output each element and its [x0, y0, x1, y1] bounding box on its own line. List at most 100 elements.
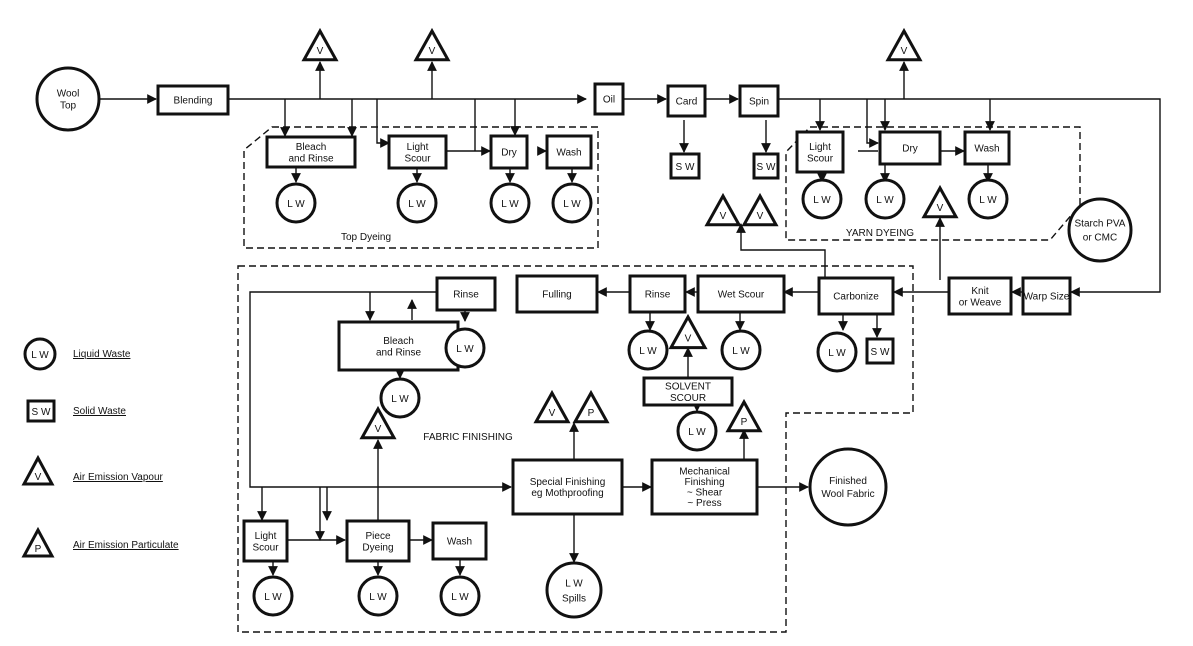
air-particulate-symbol: P — [572, 389, 610, 424]
td-dry-box: Dry — [489, 134, 529, 170]
liquid-waste-symbol: L W — [379, 377, 421, 419]
liquid-waste-label: L W — [813, 195, 831, 206]
legend-liquid-waste-label: Liquid Waste — [73, 349, 131, 360]
liquid-waste-symbol: L W — [444, 327, 486, 369]
legend-solid-waste: S W Solid Waste — [26, 399, 126, 423]
special-finishing-label: eg Mothproofing — [531, 488, 603, 499]
liquid-waste-label: L W — [828, 348, 846, 359]
flow-line — [736, 223, 826, 280]
flow-line — [866, 99, 879, 148]
legend-sw-symbol: S W — [32, 407, 51, 418]
wet-scour-box: Wet Scour — [696, 274, 786, 314]
fulling-label: Fulling — [542, 290, 571, 301]
liquid-waste-label: L W — [639, 346, 657, 357]
liquid-waste-symbol: L W — [551, 182, 593, 224]
air-vapour-symbol: V — [885, 27, 923, 62]
td-bleach-rinse-label: Bleach — [296, 142, 327, 153]
top-dyeing-region — [243, 126, 599, 249]
warp-size-label: Warp Size — [1024, 292, 1070, 303]
td-bleach-rinse-label: and Rinse — [288, 153, 333, 164]
yd-dry-box: Dry — [878, 130, 942, 166]
rinse-1-label: Rinse — [453, 290, 479, 301]
mechanical-finishing-label: ~ Shear — [687, 487, 723, 498]
solid-waste-symbol: S W — [752, 152, 780, 180]
starch-pva-label: Starch PVA — [1075, 219, 1126, 230]
vapour-label: V — [549, 408, 556, 419]
vapour-label: V — [429, 46, 436, 57]
liquid-waste-label: L W — [563, 199, 581, 210]
td-light-scour-label: Scour — [404, 153, 431, 164]
liquid-waste-symbol: L W — [801, 178, 843, 220]
legend-air-vapour: V Air Emission Vapour — [21, 454, 164, 486]
spin-label: Spin — [749, 97, 769, 108]
air-particulate-symbol: P — [725, 398, 763, 433]
warp-size-box: Warp Size — [1021, 276, 1072, 316]
ff-bleach-rinse-label: Bleach — [383, 336, 414, 347]
vapour-label: V — [937, 203, 944, 214]
wool-top-label: Wool — [57, 89, 80, 100]
liquid-waste-symbol: L W — [275, 182, 317, 224]
legend-air-vapour-label: Air Emission Vapour — [73, 472, 164, 483]
liquid-waste-label: L W — [688, 427, 706, 438]
liquid-waste-label: L W — [391, 394, 409, 405]
legend-air-particulate: P Air Emission Particulate — [21, 526, 179, 558]
spin-box: Spin — [738, 84, 780, 118]
yd-light-scour-label: Light — [809, 142, 831, 153]
rinse-2-label: Rinse — [645, 290, 671, 301]
liquid-waste-label: L W — [456, 344, 474, 355]
legend-air-particulate-label: Air Emission Particulate — [73, 540, 179, 551]
finished-wool-fabric-label: Wool Fabric — [821, 489, 874, 500]
vapour-label: V — [317, 46, 324, 57]
ff-wash-box: Wash — [431, 521, 488, 561]
liquid-waste-symbol: L W — [439, 575, 481, 617]
liquid-waste-label: L W — [408, 199, 426, 210]
special-finishing-label: Special Finishing — [530, 477, 606, 488]
solid-waste-symbol: S W — [865, 337, 895, 365]
finished-wool-fabric-label: Finished — [829, 476, 867, 487]
liquid-waste-symbol: L W — [816, 331, 858, 373]
top-dyeing-label: Top Dyeing — [341, 232, 391, 243]
legend-solid-waste-label: Solid Waste — [73, 406, 126, 417]
liquid-waste-label: L W — [732, 346, 750, 357]
rinse-1-box: Rinse — [435, 276, 497, 312]
yd-dry-label: Dry — [902, 144, 918, 155]
solid-waste-label: S W — [757, 162, 776, 173]
legend-p-symbol: P — [35, 544, 42, 555]
wool-top-label: Top — [60, 101, 77, 112]
oil-box: Oil — [593, 82, 625, 116]
solid-waste-label: S W — [871, 347, 890, 358]
td-light-scour-label: Light — [407, 142, 429, 153]
air-vapour-symbol: V — [741, 192, 779, 227]
air-vapour-symbol: V — [301, 27, 339, 62]
yarn-dyeing-label: YARN DYEING — [846, 228, 914, 239]
mechanical-finishing-label: ~ Press — [687, 498, 721, 509]
liquid-waste-label: L W — [264, 592, 282, 603]
knit-weave-label: or Weave — [959, 297, 1002, 308]
blending-label: Blending — [174, 96, 213, 107]
lw-spills-label: L W — [565, 578, 583, 589]
liquid-waste-label: L W — [369, 592, 387, 603]
starch-pva-circle: Starch PVA or CMC — [1067, 197, 1133, 263]
td-dry-label: Dry — [501, 148, 517, 159]
vapour-label: V — [375, 424, 382, 435]
legend-v-symbol: V — [35, 472, 42, 483]
liquid-waste-symbol: L W — [720, 329, 762, 371]
td-wash-box: Wash — [545, 134, 593, 170]
yd-wash-box: Wash — [963, 130, 1011, 166]
solvent-scour-label: SOLVENT — [665, 381, 711, 392]
mechanical-finishing-label: Finishing — [684, 477, 724, 488]
starch-pva-label: or CMC — [1083, 233, 1117, 244]
yd-light-scour-label: Scour — [807, 153, 834, 164]
